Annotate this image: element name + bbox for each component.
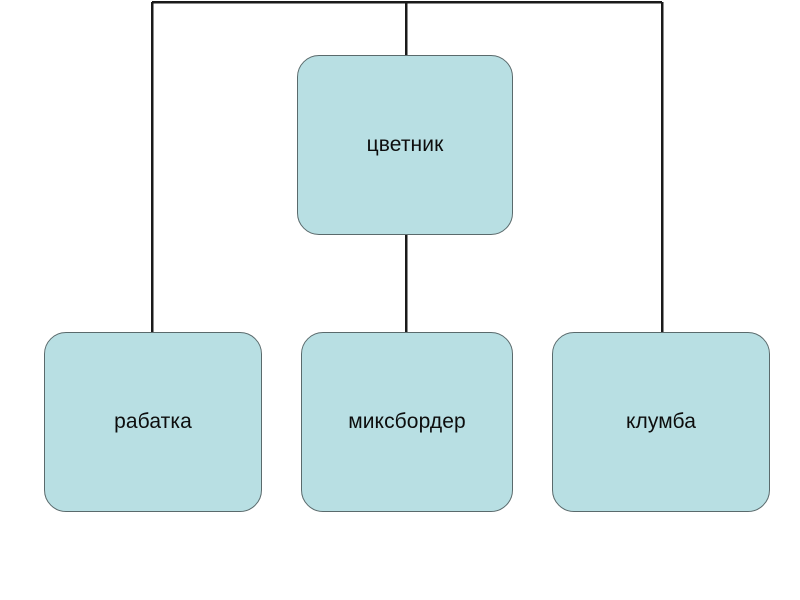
node-rabatka[interactable]: рабатка <box>44 332 262 512</box>
node-rabatka-label: рабатка <box>114 410 192 434</box>
node-miksborder-label: миксбордер <box>348 410 466 434</box>
node-klumba-label: клумба <box>626 410 696 434</box>
node-root-label: цветник <box>366 133 444 157</box>
node-klumba[interactable]: клумба <box>552 332 770 512</box>
node-miksborder[interactable]: миксбордер <box>301 332 513 512</box>
node-root[interactable]: цветник <box>297 55 513 235</box>
